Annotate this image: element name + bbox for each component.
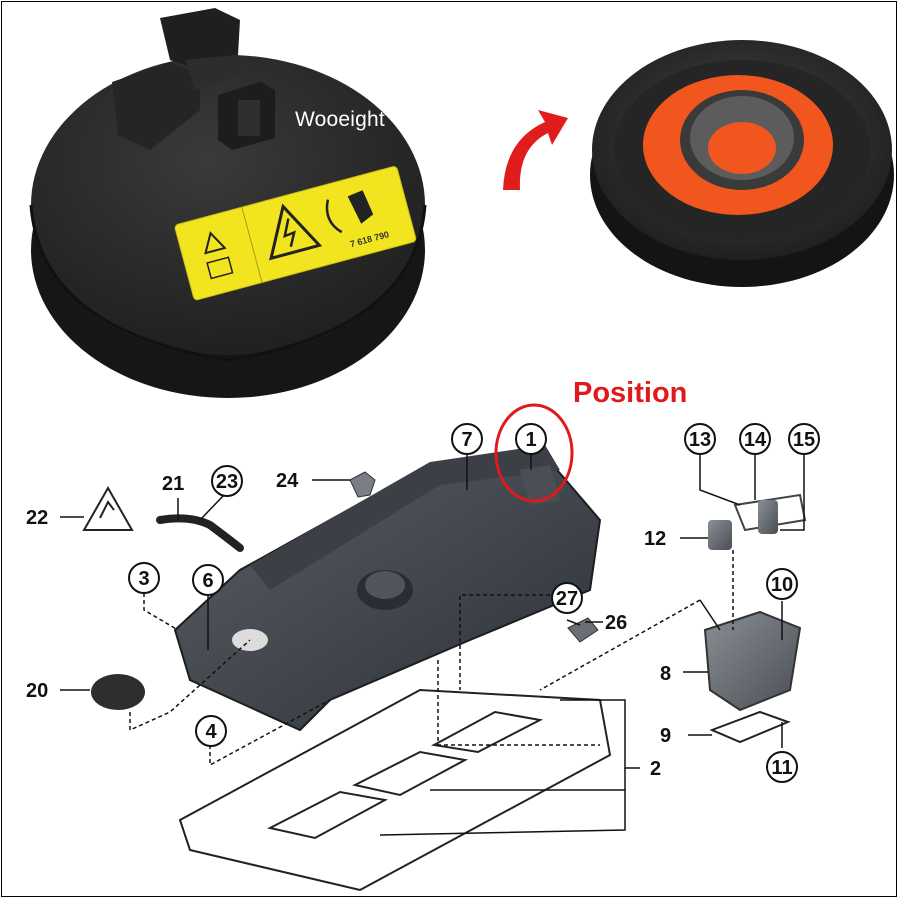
caution-icon [204,231,227,255]
callout-6: 6 [202,570,213,592]
watermark: Wooeight [295,108,385,131]
oil-separator-housing [703,610,802,712]
callout-2: 2 [650,758,661,780]
callout-9: 9 [660,725,671,747]
callout-27: 27 [556,588,578,610]
callout-1: 1 [525,429,536,451]
part-20 [91,674,145,710]
callout-13: 13 [689,429,711,451]
callout-8: 8 [660,663,671,685]
callout-15: 15 [793,429,815,451]
callout-4: 4 [205,721,217,743]
callout-3: 3 [138,568,149,590]
callout-26: 26 [605,612,627,634]
part-9-seal [709,710,791,744]
callout-12: 12 [644,528,666,550]
position-highlight-ring [494,403,574,503]
callout-circles [128,423,820,783]
callout-7: 7 [461,429,472,451]
callout-21: 21 [162,473,184,495]
valve-cover-cap-top: 7 618 790 [29,8,427,398]
hand-hazard-icon [347,190,374,224]
valve-cover-gasket [178,688,612,892]
callout-10: 10 [771,574,793,596]
callout-23: 23 [216,471,238,493]
flip-arrow-icon [503,110,568,190]
manual-icon [206,256,234,280]
pcv-valve-assembly [708,493,807,550]
high-voltage-icon [269,203,323,261]
warning-label: 7 618 790 [174,166,417,301]
high-voltage-warning-icon [82,485,134,531]
callout-20: 20 [26,680,48,702]
exploded-diagram: 1 2 3 4 6 7 8 9 10 11 12 13 14 15 20 21 … [26,403,820,892]
position-heading: Position [573,377,688,409]
part-26 [567,617,599,643]
callout-11: 11 [771,757,792,779]
callout-14: 14 [744,429,767,451]
callout-24: 24 [276,470,299,492]
valve-cover-cap-underside [590,40,894,287]
callout-22: 22 [26,507,48,529]
